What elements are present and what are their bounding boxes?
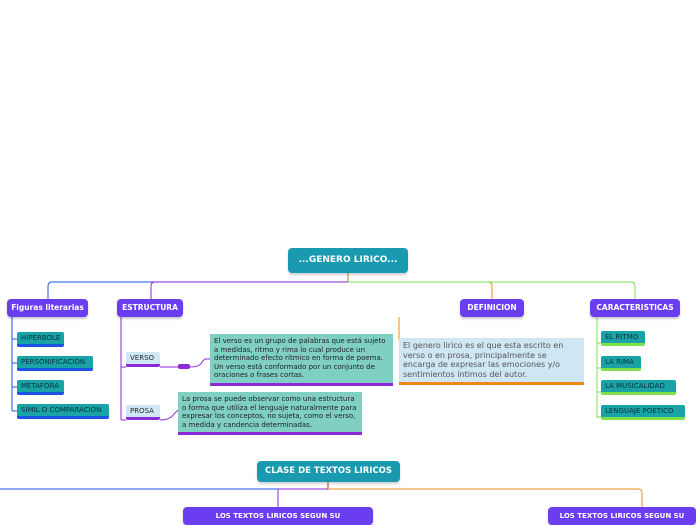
- prosa-description: La prosa se puede observar como una estr…: [178, 392, 362, 436]
- node-estructura[interactable]: ESTRUCTURA: [117, 299, 183, 317]
- definicion-description: El genero lirico es el que esta escrito …: [399, 338, 584, 386]
- estructura-prosa[interactable]: PROSA: [126, 405, 160, 420]
- clases-child-2[interactable]: LOS TEXTOS LIRICOS SEGUN SU: [548, 507, 696, 525]
- caracteristicas-item-ritmo[interactable]: EL RITMO: [601, 331, 645, 346]
- root-node[interactable]: ...GENERO LIRICO...: [288, 248, 408, 273]
- verso-connector-pill: [178, 364, 190, 369]
- figuras-item-hiperbole[interactable]: HIPERBOLE: [17, 332, 65, 347]
- clases-node[interactable]: CLASE DE TEXTOS LIRICOS: [257, 461, 400, 482]
- clases-child-1[interactable]: LOS TEXTOS LIRICOS SEGUN SU: [183, 507, 373, 525]
- node-caracteristicas[interactable]: CARACTERISTICAS: [590, 299, 680, 317]
- caracteristicas-item-lenguaje[interactable]: LENGUAJE POETICO: [601, 405, 685, 420]
- figuras-item-simil[interactable]: SIMIL O COMPARACION: [17, 404, 109, 419]
- node-definicion[interactable]: DEFINICION: [460, 299, 524, 317]
- node-figuras-literarias[interactable]: Figuras literarias: [7, 299, 88, 317]
- figuras-item-personificacion[interactable]: PERSONIFICACION: [17, 356, 93, 371]
- verso-description: El verso es un grupo de palabras que est…: [210, 334, 393, 386]
- caracteristicas-item-rima[interactable]: LA RIMA: [601, 356, 641, 371]
- figuras-item-metafora[interactable]: METAFORA: [17, 380, 64, 395]
- estructura-verso[interactable]: VERSO: [126, 352, 160, 367]
- caracteristicas-item-musicalidad[interactable]: LA MUSICALIDAD: [601, 380, 676, 395]
